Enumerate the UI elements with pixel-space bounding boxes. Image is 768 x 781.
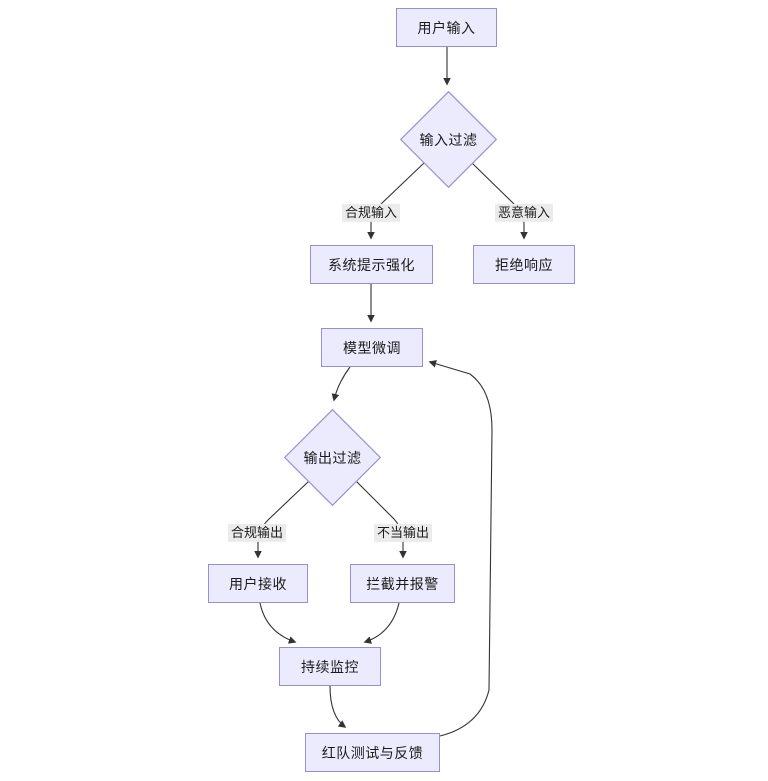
node-red-team-testing-feedback[interactable]: 红队测试与反馈 (305, 733, 440, 772)
node-user-receives-label: 用户接收 (229, 575, 287, 592)
node-output-filter[interactable]: 输出过滤 (284, 409, 381, 506)
node-model-fine-tuning[interactable]: 模型微调 (321, 328, 423, 367)
node-user-input-label: 用户输入 (417, 19, 476, 36)
edge-label-compliant-input: 合规输入 (341, 203, 401, 223)
edge-label-compliant-output-text: 合规输出 (230, 524, 284, 540)
node-user-input[interactable]: 用户输入 (396, 8, 497, 47)
edge-label-malicious-input-text: 恶意输入 (497, 204, 551, 220)
input-filter-diamond-shape (400, 91, 497, 188)
edge-label-malicious-input: 恶意输入 (494, 203, 554, 223)
edge-monitoring-to-red-team (329, 685, 347, 728)
node-system-prompt-hardening[interactable]: 系统提示强化 (310, 245, 433, 284)
node-refuse-response-label: 拒绝响应 (495, 256, 553, 273)
node-model-fine-tuning-label: 模型微调 (343, 339, 401, 356)
edge-label-improper-output-text: 不当输出 (376, 524, 430, 540)
edge-label-compliant-input-text: 合规输入 (344, 204, 398, 220)
edge-label-improper-output: 不当输出 (373, 523, 433, 543)
node-user-receives[interactable]: 用户接收 (208, 564, 308, 603)
node-output-filter-label: 输出过滤 (303, 449, 362, 466)
edge-red-team-to-fine-tune (428, 360, 493, 737)
edge-block-alert-to-monitoring (363, 602, 400, 644)
edge-label-compliant-output: 合规输出 (227, 523, 287, 543)
node-input-filter[interactable]: 输入过滤 (400, 91, 497, 188)
node-block-and-alert-label: 拦截并报警 (366, 575, 439, 592)
edge-fine-tune-to-output-filter (331, 366, 351, 402)
node-system-prompt-hardening-label: 系统提示强化 (328, 256, 415, 273)
output-filter-diamond-shape (284, 409, 381, 506)
node-continuous-monitoring[interactable]: 持续监控 (279, 647, 381, 686)
edge-user-receive-to-monitoring (259, 602, 297, 644)
node-refuse-response[interactable]: 拒绝响应 (473, 245, 575, 284)
node-red-team-testing-feedback-label: 红队测试与反馈 (321, 744, 424, 761)
node-block-and-alert[interactable]: 拦截并报警 (350, 564, 455, 603)
node-continuous-monitoring-label: 持续监控 (301, 658, 359, 675)
node-input-filter-label: 输入过滤 (419, 131, 478, 148)
